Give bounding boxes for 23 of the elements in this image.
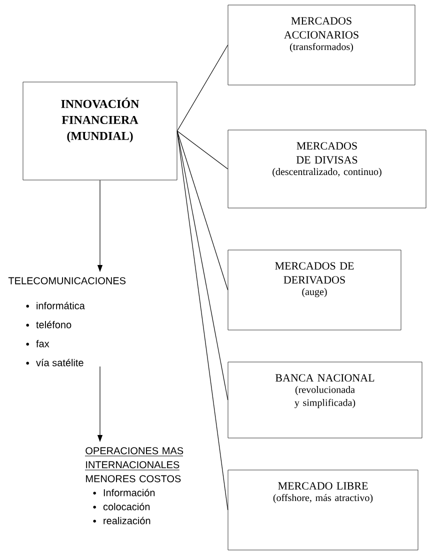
node-label: realización [104, 516, 150, 524]
node-label: vía satélite [36, 358, 84, 366]
market-box: MERCADOS DE DERIVADOS (auge) [228, 250, 402, 330]
main-box: INNOVACIÓN FINANCIERA (MUNDIAL) [22, 82, 178, 180]
node-label: Información [104, 488, 155, 496]
text-list: OPERACIONES MAS INTERNACIONALES MENORES COSTOS Información colocación realización [86, 447, 184, 524]
node-label: fax [36, 340, 50, 348]
connector-line [176, 130, 228, 170]
market-box: BANCA NACIONAL (revolucionada y simplificada) [228, 362, 422, 438]
text-list: TELECOMUNICACIONES informática teléfono fax vía satélite [8, 277, 126, 366]
market-box: MERCADO LIBRE (offshore, más atractivo) [228, 470, 418, 550]
connector-line [176, 130, 228, 510]
connector-line [176, 130, 228, 400]
node-label: OPERACIONES MAS INTERNACIONALES [86, 447, 184, 468]
market-box: MERCADOS DE DIVISAS (descentralizado, continuo) [228, 130, 426, 208]
node-label: colocación [103, 502, 150, 510]
node-label: MENORES COSTOS [86, 475, 181, 482]
connector-line [176, 130, 228, 290]
connector-line [176, 44, 228, 132]
node-label: informática [36, 302, 85, 310]
node-label: teléfono [36, 320, 72, 328]
market-box: MERCADOS ACCIONARIOS (transformados) [228, 4, 416, 86]
node-label: TELECOMUNICACIONES [8, 277, 126, 284]
